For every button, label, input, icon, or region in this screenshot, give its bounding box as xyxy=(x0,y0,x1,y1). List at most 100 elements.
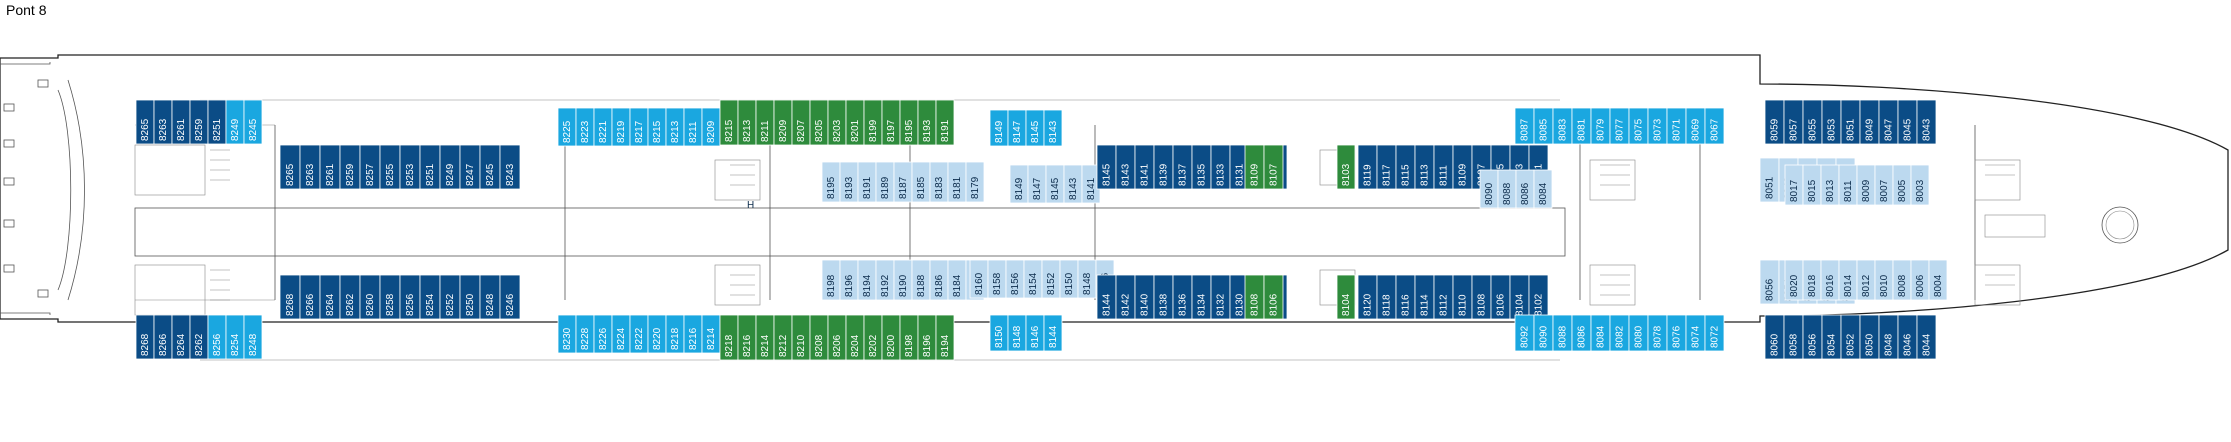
cabin-number: 8043 xyxy=(1922,118,1933,141)
cabin-8009: 8009 xyxy=(1856,164,1876,206)
cabin-number: 8261 xyxy=(176,118,187,141)
cabin-8255: 8255 xyxy=(379,144,401,190)
cabin-number: 8139 xyxy=(1159,163,1170,186)
cabin-8108: 8108 xyxy=(1244,274,1265,320)
cabin-number: 8011 xyxy=(1843,180,1854,202)
cabin-8230: 8230 xyxy=(557,314,577,354)
cabin-number: 8077 xyxy=(1615,118,1626,141)
cabin-number: 8142 xyxy=(1121,293,1132,316)
cabin-number: 8079 xyxy=(1596,118,1607,141)
cabin-8181: 8181 xyxy=(947,161,967,203)
cabin-number: 8090 xyxy=(1539,325,1550,348)
cabin-8148: 8148 xyxy=(1007,314,1027,352)
cabin-number: 8223 xyxy=(580,120,591,143)
cabin-number: 8225 xyxy=(562,120,573,143)
cabin-number: 8016 xyxy=(1825,274,1836,297)
cabin-number: 8208 xyxy=(814,334,825,357)
cabin-number: 8008 xyxy=(1897,274,1908,297)
cabin-number: 8055 xyxy=(1808,118,1819,141)
cabin-8184: 8184 xyxy=(947,259,967,301)
cabin-8011: 8011 xyxy=(1838,164,1858,206)
cabin-8256: 8256 xyxy=(399,274,421,320)
cabin-number: 8160 xyxy=(974,272,985,295)
cabin-number: 8132 xyxy=(1216,293,1227,316)
cabin-number: 8106 xyxy=(1496,293,1507,316)
cabin-8213: 8213 xyxy=(737,99,757,146)
cabin-number: 8218 xyxy=(724,334,735,357)
cabin-8016: 8016 xyxy=(1820,259,1840,301)
cabin-8251: 8251 xyxy=(207,99,227,145)
cabin-8265: 8265 xyxy=(135,99,155,145)
cabin-8072: 8072 xyxy=(1704,314,1725,352)
cabin-number: 8134 xyxy=(1197,293,1208,316)
cabin-number: 8087 xyxy=(1520,118,1531,141)
cabin-8083: 8083 xyxy=(1552,107,1573,145)
cabin-8206: 8206 xyxy=(827,314,847,361)
cabin-8226: 8226 xyxy=(593,314,613,354)
cabin-number: 8261 xyxy=(325,163,336,186)
cabin-8079: 8079 xyxy=(1590,107,1611,145)
cabin-number: 8154 xyxy=(1028,272,1039,295)
cabin-number: 8213 xyxy=(742,119,753,142)
cabin-number: 8046 xyxy=(1903,333,1914,356)
cabin-8145: 8145 xyxy=(1096,144,1117,190)
cabin-number: 8144 xyxy=(1102,293,1113,316)
cabin-8212: 8212 xyxy=(773,314,793,361)
cabin-8090: 8090 xyxy=(1533,314,1554,352)
cabin-number: 8147 xyxy=(1012,120,1023,143)
cabin-number: 8136 xyxy=(1178,293,1189,316)
cabin-number: 8108 xyxy=(1477,293,1488,316)
cabin-8160: 8160 xyxy=(969,259,989,299)
cabin-number: 8113 xyxy=(1420,164,1431,186)
cabin-8114: 8114 xyxy=(1414,274,1435,320)
cabin-number: 8258 xyxy=(385,293,396,316)
cabin-number: 8185 xyxy=(916,176,927,199)
cabin-number: 8120 xyxy=(1363,293,1374,316)
cabin-number: 8147 xyxy=(1032,177,1043,200)
cabin-number: 8248 xyxy=(248,333,259,356)
cabin-number: 8006 xyxy=(1915,274,1926,297)
cabin-box xyxy=(1928,259,1948,301)
cabin-number: 8044 xyxy=(1922,333,1933,356)
cabin-8059: 8059 xyxy=(1764,99,1785,145)
cabin-8014: 8014 xyxy=(1838,259,1858,301)
cabin-8088: 8088 xyxy=(1552,314,1573,352)
cabin-number: 8204 xyxy=(850,334,861,357)
cabin-number: 8213 xyxy=(670,120,681,143)
cabin-8250: 8250 xyxy=(459,274,481,320)
cabin-number: 8106 xyxy=(1269,293,1280,316)
cabin-box xyxy=(1916,99,1937,145)
cabin-8210: 8210 xyxy=(791,314,811,361)
cabin-number: 8266 xyxy=(305,293,316,316)
cabin-number: 8084 xyxy=(1538,182,1549,205)
cabin-number: 8148 xyxy=(1082,272,1093,295)
cabin-number: 8149 xyxy=(994,120,1005,143)
cabin-8213: 8213 xyxy=(665,107,685,147)
cabin-box xyxy=(1916,314,1937,360)
cabin-8020: 8020 xyxy=(1784,259,1804,301)
cabin-box xyxy=(1533,169,1553,209)
cabin-8147: 8147 xyxy=(1007,109,1027,147)
cabin-8132: 8132 xyxy=(1210,274,1231,320)
cabin-8223: 8223 xyxy=(575,107,595,147)
cabin-number: 8250 xyxy=(465,293,476,316)
cabin-number: 8252 xyxy=(445,293,456,316)
cabin-8010: 8010 xyxy=(1874,259,1894,301)
cabin-8116: 8116 xyxy=(1395,274,1416,320)
cabin-number: 8082 xyxy=(1615,325,1626,348)
cabin-8152: 8152 xyxy=(1041,259,1061,299)
cabin-8156: 8156 xyxy=(1005,259,1025,299)
cabin-8090: 8090 xyxy=(1479,169,1499,209)
cabin-number: 8119 xyxy=(1363,164,1374,186)
cabin-number: 8146 xyxy=(1030,325,1041,348)
cabin-number: 8193 xyxy=(844,176,855,199)
cabin-number: 8194 xyxy=(862,274,873,297)
cabin-8260: 8260 xyxy=(359,274,381,320)
cabin-8112: 8112 xyxy=(1433,274,1454,320)
cabin-number: 8211 xyxy=(760,120,771,142)
cabin-8146: 8146 xyxy=(1025,314,1045,352)
cabin-8246: 8246 xyxy=(499,274,521,320)
cabin-number: 8108 xyxy=(1250,293,1261,316)
